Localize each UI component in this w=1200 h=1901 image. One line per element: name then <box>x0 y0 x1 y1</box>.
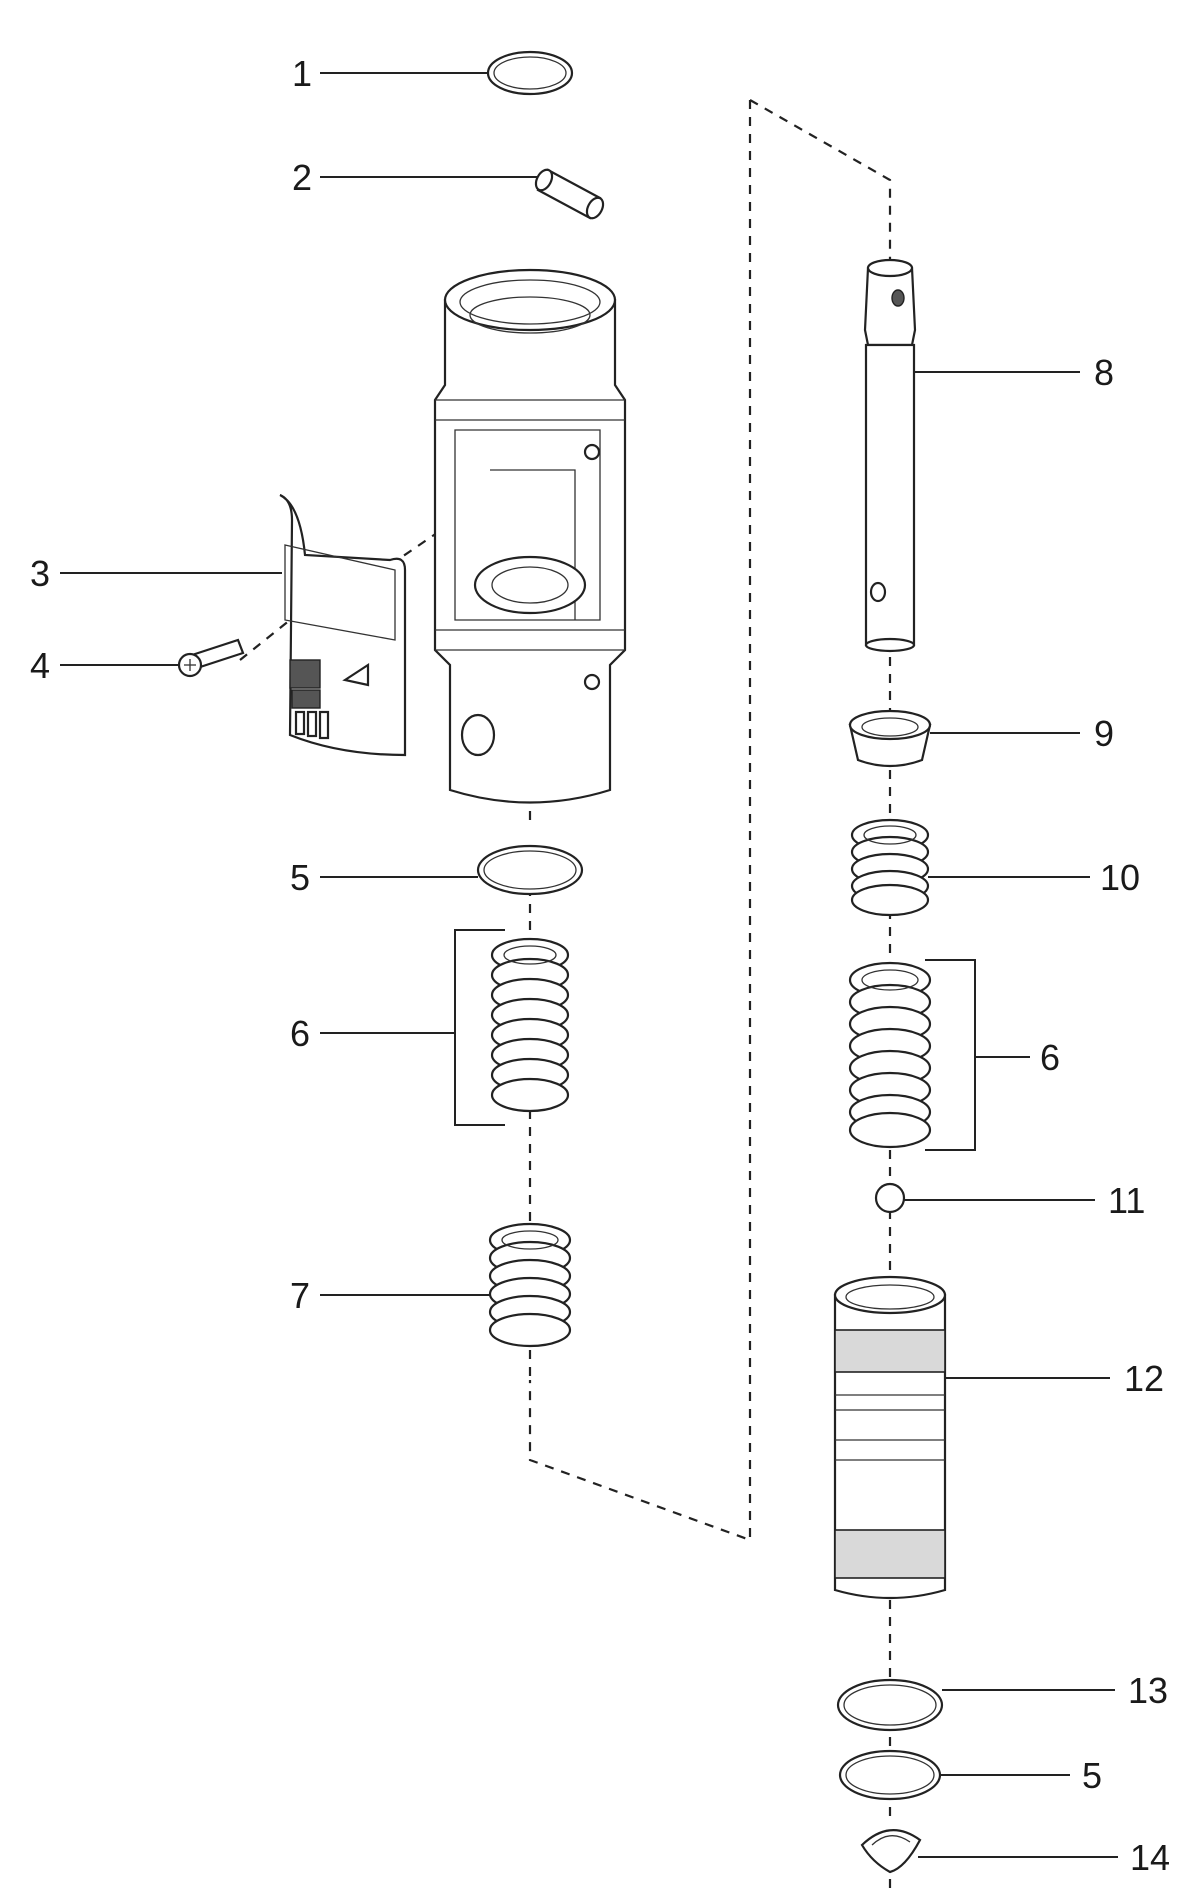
piston-rod-part <box>863 258 917 653</box>
retaining-ring-part <box>476 844 584 896</box>
callout-2: 2 <box>292 157 312 198</box>
o-ring-part <box>486 50 574 96</box>
clip-part <box>860 1829 922 1874</box>
callout-7: 7 <box>290 1275 310 1316</box>
callout-13: 13 <box>1128 1670 1168 1711</box>
spring-set-part <box>490 937 570 1113</box>
callout-1: 1 <box>292 53 312 94</box>
pump-housing-part <box>433 268 627 804</box>
callout-3: 3 <box>30 553 50 594</box>
callout-14: 14 <box>1130 1837 1170 1878</box>
callout-6a: 6 <box>290 1013 310 1054</box>
pin-part <box>534 168 605 220</box>
label-plate-part <box>279 493 407 757</box>
compression-spring-part <box>488 1222 572 1348</box>
group-bracket-left <box>454 929 505 1126</box>
spring-set-right-part <box>848 961 932 1149</box>
callout-11: 11 <box>1108 1180 1145 1221</box>
group-bracket-right <box>925 959 976 1151</box>
callout-5a: 5 <box>290 857 310 898</box>
callout-10: 10 <box>1100 857 1140 898</box>
leader-lines <box>60 72 1118 1858</box>
cylinder-part <box>833 1275 947 1600</box>
bushing-part <box>848 709 932 768</box>
ball-part <box>874 1182 906 1214</box>
o-ring-right-part <box>836 1678 944 1732</box>
callout-12: 12 <box>1124 1358 1164 1399</box>
small-spring-part <box>850 818 930 917</box>
callout-9: 9 <box>1094 713 1114 754</box>
screw-part <box>177 638 245 678</box>
callout-8: 8 <box>1094 352 1114 393</box>
retaining-ring-right-part <box>838 1749 942 1801</box>
callout-4: 4 <box>30 645 50 686</box>
callout-labels: 1 2 3 4 5 6 7 8 9 10 6 11 12 13 5 14 <box>30 53 1170 1878</box>
callout-5b: 5 <box>1082 1755 1102 1796</box>
callout-6b: 6 <box>1040 1037 1060 1078</box>
